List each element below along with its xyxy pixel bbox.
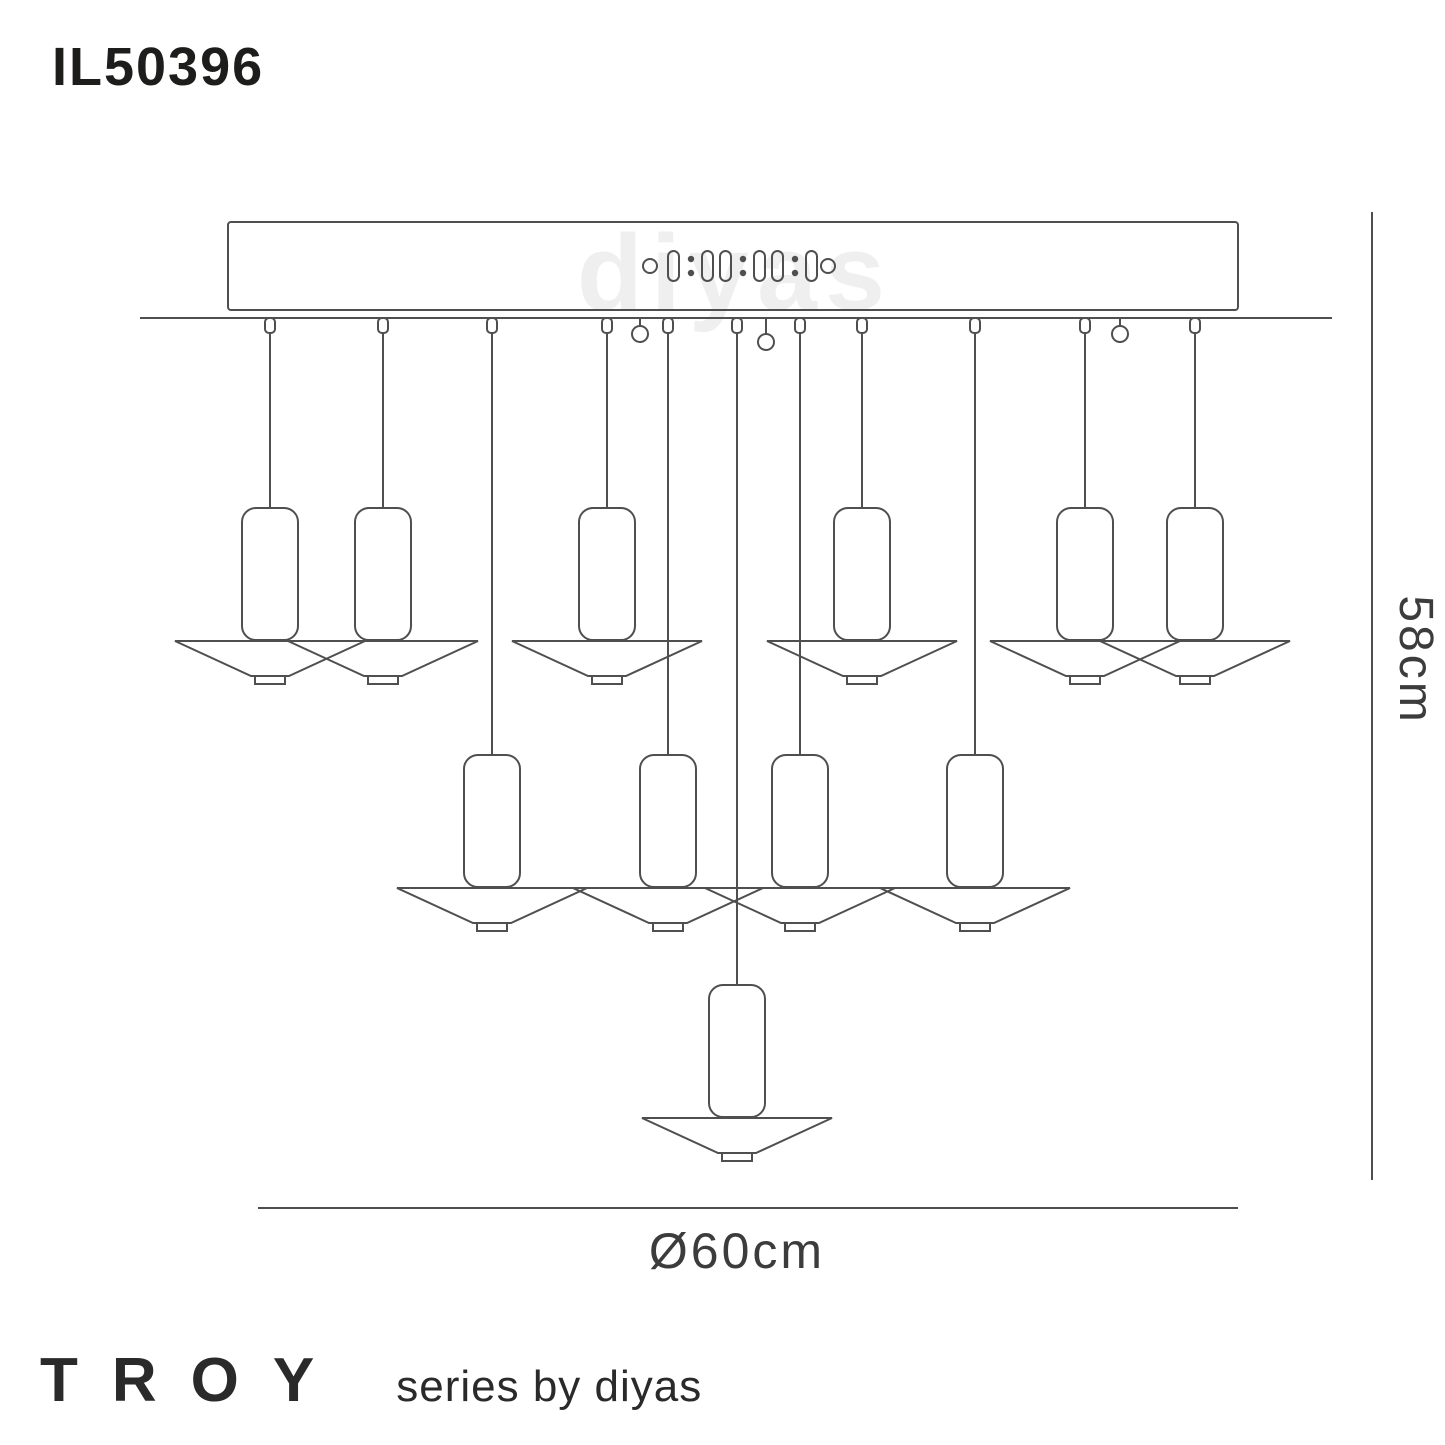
diameter-dimension-label: Ø60cm — [648, 1223, 826, 1279]
middle-tier-pendants — [396, 754, 1071, 932]
pendant-light — [641, 984, 833, 1162]
crystal-ball — [1112, 318, 1128, 342]
pendant-light — [704, 754, 896, 932]
crystal-ball — [758, 318, 774, 350]
sphere-accents — [632, 318, 1128, 350]
pendant-light — [879, 754, 1071, 932]
pendant-light — [511, 507, 703, 685]
series-tagline: series by diyas — [396, 1362, 703, 1411]
pendant-light — [396, 754, 588, 932]
crystal-ball — [632, 318, 648, 342]
pendant-light — [287, 507, 479, 685]
product-code: IL50396 — [52, 37, 265, 97]
pendant-light — [572, 754, 764, 932]
series-name: TROY — [40, 1346, 349, 1415]
pendant-light — [174, 507, 366, 685]
pendant-light — [989, 507, 1181, 685]
pendant-light — [766, 507, 958, 685]
ceiling-canopy — [228, 222, 1238, 310]
cord-fittings — [264, 317, 1201, 334]
suspension-cords — [270, 333, 1195, 985]
pendant-light — [1099, 507, 1291, 685]
upper-tier-pendants — [174, 507, 1291, 685]
footer-branding: TROY series by diyas — [40, 1345, 702, 1416]
height-dimension-label: 58cm — [1389, 595, 1442, 725]
lower-tier-pendant — [641, 984, 833, 1162]
canopy-vent-pattern — [643, 251, 835, 281]
